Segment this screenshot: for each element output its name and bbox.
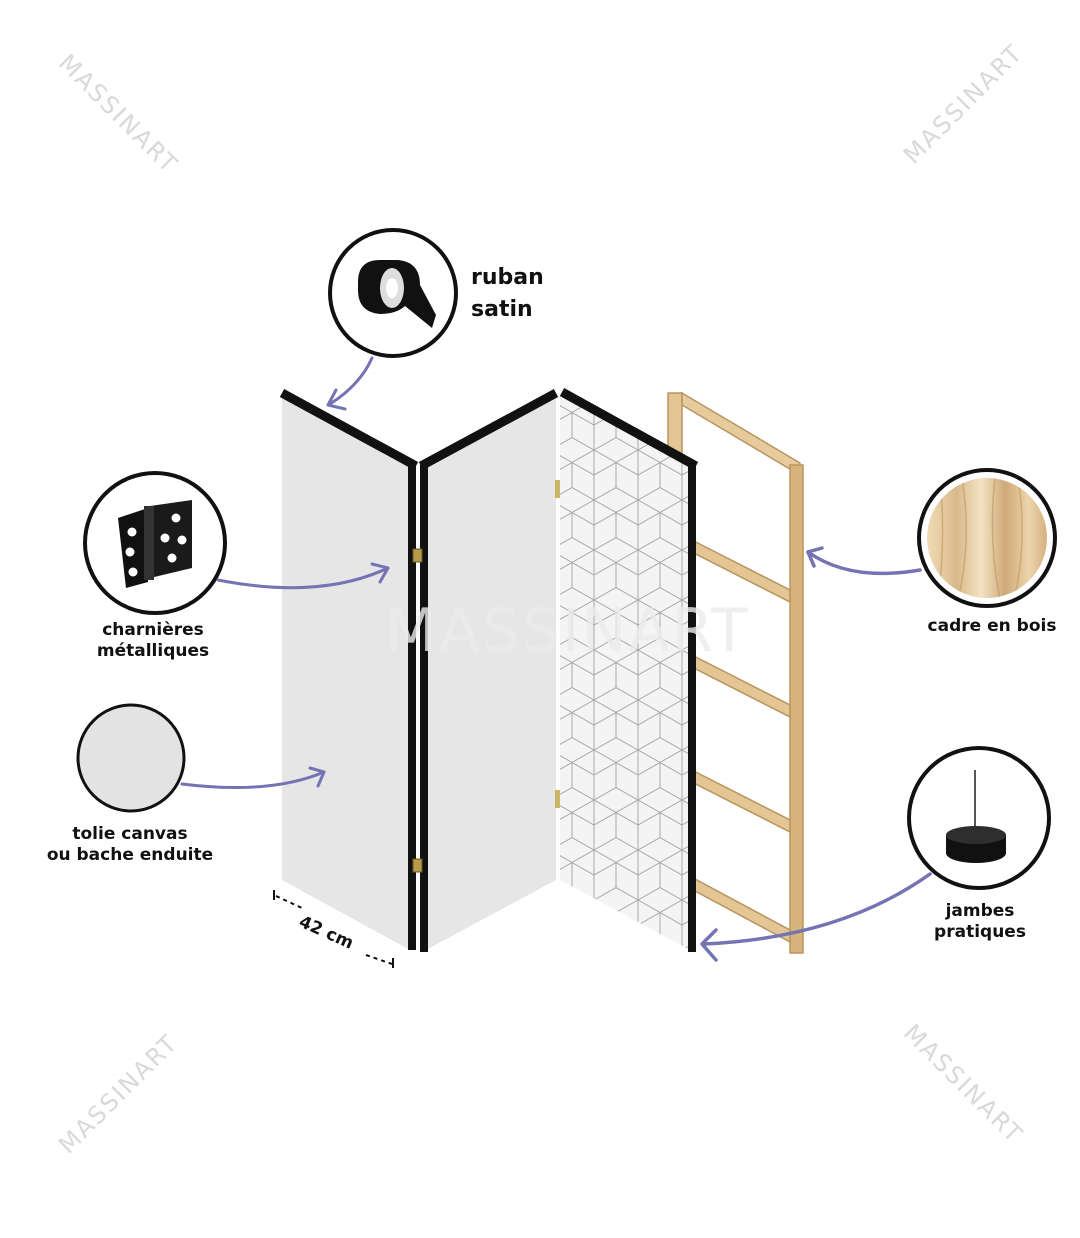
ribbon-label-line-2: satin <box>471 296 533 322</box>
hinges-label: charnières métalliques <box>78 620 228 663</box>
pin-leg-icon <box>907 746 1051 890</box>
hinges-label-line-1: charnières <box>102 620 204 640</box>
legs-label-line-2: pratiques <box>934 922 1026 943</box>
hinges-label-line-2: métalliques <box>96 641 210 662</box>
panel-right-patterned <box>559 388 699 952</box>
arrows <box>180 356 932 962</box>
canvas-label: tolie canvas ou bache enduite <box>30 824 230 867</box>
wood-frame-label: cadre en bois <box>912 616 1072 637</box>
hinges <box>412 480 560 873</box>
panel-left <box>279 389 419 950</box>
wood-frame-label-line-1: cadre en bois <box>927 616 1057 636</box>
panel-middle <box>418 389 559 952</box>
metal-hinge-icon <box>83 471 227 615</box>
ribbon-label: ruban satin <box>471 262 544 326</box>
satin-ribbon-roll-icon <box>328 228 458 358</box>
wood-grain-icon <box>917 468 1057 608</box>
canvas-sample-icon <box>76 703 186 813</box>
dimension-line <box>273 890 394 968</box>
ribbon-label-line-1: ruban <box>471 265 544 290</box>
watermark-center: MASSINART <box>385 596 750 666</box>
legs-label-line-1: jambes <box>945 901 1015 921</box>
canvas-label-line-2: ou bache enduite <box>46 845 214 866</box>
legs-label: jambes pratiques <box>905 901 1055 944</box>
canvas-label-line-1: tolie canvas <box>72 824 188 844</box>
